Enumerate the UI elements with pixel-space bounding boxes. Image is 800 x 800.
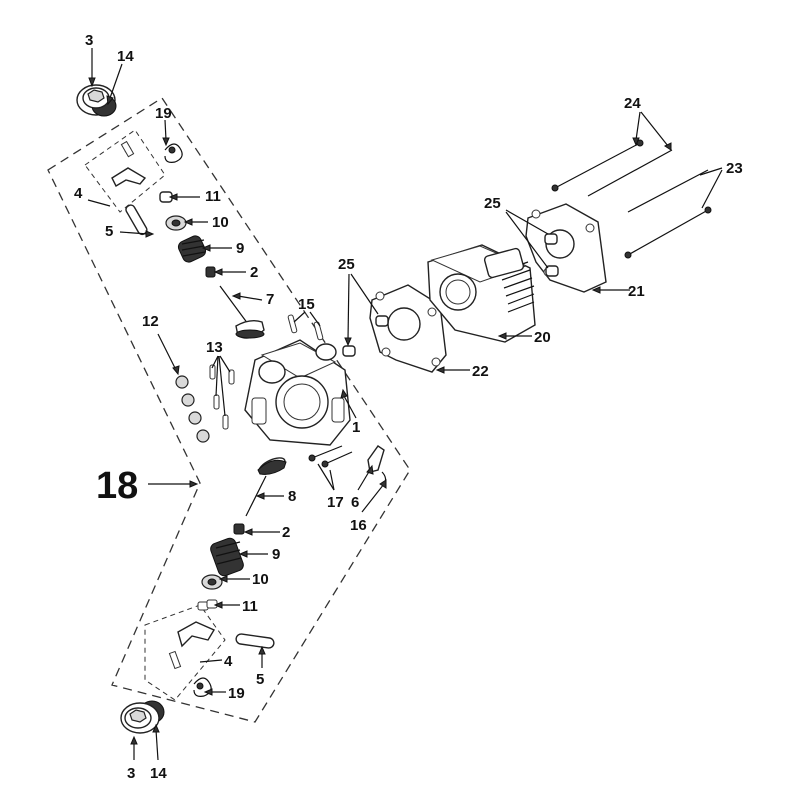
callout-9-bottom: 9 <box>272 546 280 563</box>
callout-4-top: 4 <box>74 185 83 202</box>
callout-8: 8 <box>288 488 296 505</box>
pins-15 <box>287 314 324 341</box>
spring-9-bottom <box>210 537 244 577</box>
callout-22: 22 <box>472 363 489 380</box>
callout-10-bottom: 10 <box>252 571 269 588</box>
callout-10-top: 10 <box>212 214 229 231</box>
callout-14-top: 14 <box>117 48 134 65</box>
pins-13 <box>209 364 235 430</box>
callout-16: 16 <box>350 517 367 534</box>
callout-25-right: 25 <box>484 195 501 212</box>
cylinder-head-1 <box>244 339 351 446</box>
gasket-22 <box>369 284 447 373</box>
callout-18: 18 <box>96 465 138 507</box>
callout-5-bottom: 5 <box>256 671 264 688</box>
callout-24: 24 <box>624 95 641 112</box>
callout-11-bottom: 11 <box>242 598 258 615</box>
callout-17: 17 <box>327 494 344 511</box>
callout-14-bottom: 14 <box>150 765 167 782</box>
cylinder-20 <box>427 244 536 343</box>
callout-19-bottom: 19 <box>228 685 245 702</box>
callout-21: 21 <box>628 283 645 300</box>
nuts-12 <box>175 375 210 443</box>
spring-9-top <box>177 235 207 263</box>
retainer-10-top <box>165 215 187 231</box>
valve-8 <box>245 457 287 517</box>
callout-19-top: 19 <box>155 105 172 122</box>
callout-12: 12 <box>142 313 159 330</box>
callout-23: 23 <box>726 160 743 177</box>
dowels-25-right <box>544 233 559 277</box>
gasket-21 <box>525 203 607 293</box>
seal-2-bottom <box>233 523 245 535</box>
callout-13: 13 <box>206 339 223 356</box>
callout-20: 20 <box>534 329 551 346</box>
callout-1: 1 <box>352 419 360 436</box>
push-rods-24 <box>551 139 673 197</box>
dowel-25-left <box>375 315 389 327</box>
push-rods-23 <box>624 169 712 259</box>
callout-4-bottom: 4 <box>224 653 233 670</box>
callout-11-top: 11 <box>205 188 221 205</box>
shaft-5-bottom <box>235 633 275 649</box>
shaft-5-top <box>125 204 148 236</box>
callout-2-top: 2 <box>250 264 258 281</box>
assembly-boundary <box>47 97 411 723</box>
callout-25-left: 25 <box>338 256 355 273</box>
leader-lines <box>87 48 723 761</box>
seal-2-top <box>205 266 216 278</box>
callout-5-top: 5 <box>105 223 113 240</box>
rocker-group-box-bottom <box>144 604 226 701</box>
callout-7: 7 <box>266 291 274 308</box>
callout-2-bottom: 2 <box>282 524 290 541</box>
bolts-17 <box>308 445 353 468</box>
callout-3-top: 3 <box>85 32 93 49</box>
valve-7 <box>219 285 265 339</box>
retainer-10-bottom <box>201 574 223 590</box>
callout-15: 15 <box>298 296 315 313</box>
rocker-group-box-top <box>84 129 166 213</box>
spring-clip-19-top <box>164 143 183 163</box>
dowel-pin <box>342 345 356 357</box>
callout-3-bottom: 3 <box>127 765 135 782</box>
callout-9-top: 9 <box>236 240 244 257</box>
rocker-arm-bottom <box>168 621 216 670</box>
rocker-arm-top <box>111 140 147 187</box>
callout-6: 6 <box>351 494 359 511</box>
cap-bolt-bottom <box>120 700 165 734</box>
